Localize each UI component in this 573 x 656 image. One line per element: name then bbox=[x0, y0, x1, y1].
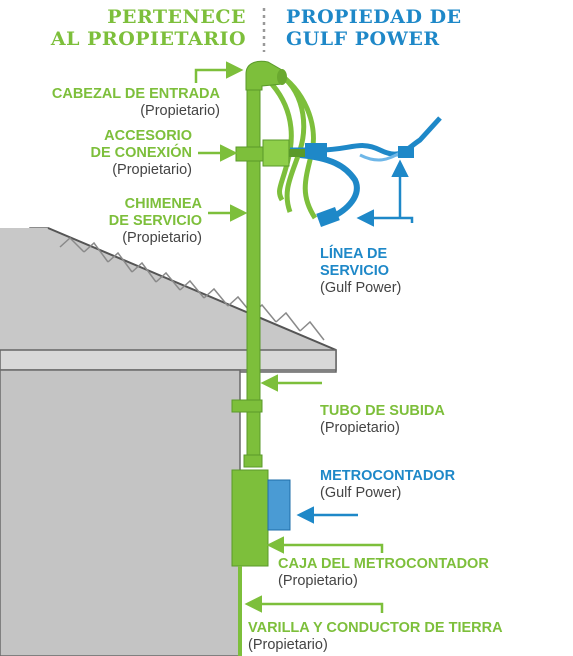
weatherhead-label: CABEZAL DE ENTRADA (Propietario) bbox=[10, 86, 220, 120]
meter bbox=[267, 479, 291, 531]
mast-owner: (Propietario) bbox=[122, 230, 202, 246]
owner-header-line2: AL PROPIETARIO bbox=[50, 28, 246, 50]
riser-label: TUBO DE SUBIDA (Propietario) bbox=[320, 403, 520, 437]
riser-coupling-lower bbox=[243, 454, 263, 468]
connector-title-line2: DE CONEXIÓN bbox=[90, 145, 192, 161]
utility-header-line2: GULF POWER bbox=[286, 28, 440, 50]
meter-box-owner: (Propietario) bbox=[278, 573, 358, 589]
meter-title: METROCONTADOR bbox=[320, 468, 456, 484]
ground-rod-owner: (Propietario) bbox=[248, 637, 328, 653]
connector-title-line1: ACCESORIO bbox=[104, 128, 192, 144]
service-line-title-line2: SERVICIO bbox=[320, 263, 390, 279]
meter-label: METROCONTADOR (Gulf Power) bbox=[320, 468, 520, 502]
riser-owner: (Propietario) bbox=[320, 420, 400, 436]
service-line-title-line1: LÍNEA DE bbox=[320, 246, 388, 262]
service-line-wires bbox=[290, 116, 442, 227]
meter-box bbox=[231, 469, 269, 567]
connector-owner: (Propietario) bbox=[112, 162, 192, 178]
owner-header: PERTENECE AL PROPIETARIO bbox=[40, 6, 246, 50]
callout-arrows bbox=[194, 61, 414, 613]
house-wall bbox=[0, 369, 241, 656]
meter-box-title: CAJA DEL METROCONTADOR bbox=[278, 556, 489, 572]
house-roof bbox=[0, 227, 337, 373]
service-line-label: LÍNEA DE SERVICIO (Gulf Power) bbox=[320, 246, 480, 297]
service-line-owner: (Gulf Power) bbox=[320, 280, 402, 296]
ground-rod-label: VARILLA Y CONDUCTOR DE TIERRA (Propietar… bbox=[248, 620, 570, 654]
utility-header-line1: PROPIEDAD DE bbox=[286, 6, 462, 28]
weatherhead-title: CABEZAL DE ENTRADA bbox=[51, 86, 220, 102]
mast-label: CHIMENEA DE SERVICIO (Propietario) bbox=[10, 196, 202, 247]
service-mast bbox=[245, 60, 287, 411]
riser-coupling bbox=[231, 399, 263, 413]
mast-title-line1: CHIMENEA bbox=[124, 196, 202, 212]
riser-title: TUBO DE SUBIDA bbox=[320, 403, 445, 419]
connector-fitting bbox=[235, 139, 305, 167]
meter-owner: (Gulf Power) bbox=[320, 485, 402, 501]
connector-label: ACCESORIO DE CONEXIÓN (Propietario) bbox=[10, 128, 192, 179]
meter-box-label: CAJA DEL METROCONTADOR (Propietario) bbox=[278, 556, 568, 590]
utility-header: PROPIEDAD DE GULF POWER bbox=[286, 6, 516, 50]
ground-rod-title: VARILLA Y CONDUCTOR DE TIERRA bbox=[248, 620, 503, 636]
weatherhead-owner: (Propietario) bbox=[140, 103, 220, 119]
mast-title-line2: DE SERVICIO bbox=[108, 213, 202, 229]
ground-rod bbox=[238, 566, 242, 656]
owner-header-line1: PERTENECE bbox=[107, 6, 246, 28]
